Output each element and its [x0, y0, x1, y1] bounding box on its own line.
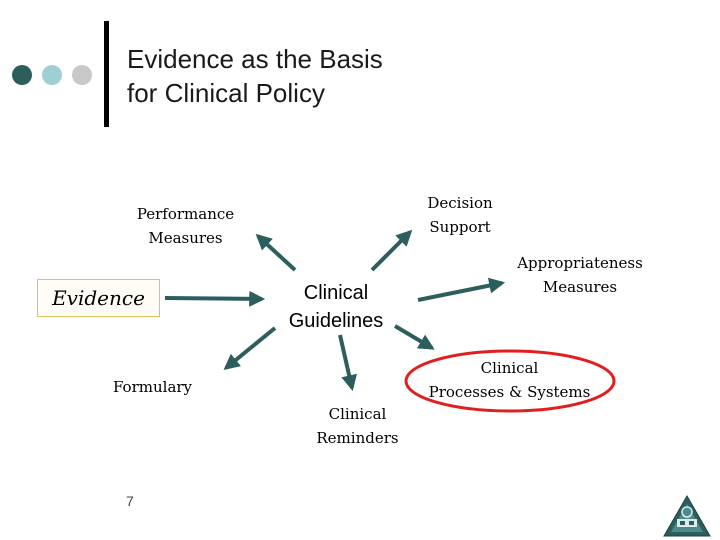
- bullet-dot-dark: [12, 65, 32, 85]
- evidence-box: Evidence: [37, 279, 160, 317]
- arrow-to-performance-measures: [255, 233, 297, 272]
- clinical-reminders-line-2: Reminders: [316, 429, 399, 447]
- clinical-reminders-line-1: Clinical: [328, 405, 387, 423]
- arrow-evidence-to-guidelines: [164, 290, 266, 307]
- performance-measures-line-2: Measures: [148, 229, 223, 247]
- title-line-1: Evidence as the Basis: [127, 44, 383, 74]
- arrow-to-appropriateness-measures: [417, 277, 506, 302]
- slide-title: Evidence as the Basis for Clinical Polic…: [127, 42, 383, 110]
- clinical-processes-line-1: Clinical: [480, 359, 539, 377]
- title-divider: [104, 21, 109, 127]
- decision-support-line-2: Support: [429, 218, 491, 236]
- clinical-guidelines-line-2: Guidelines: [288, 310, 384, 332]
- decision-support-label: Decision Support: [410, 191, 510, 239]
- page-number: 7: [126, 493, 134, 509]
- arrow-to-formulary: [223, 326, 277, 371]
- bullet-dot-gray: [72, 65, 92, 85]
- appropriateness-measures-label: Appropriateness Measures: [505, 251, 655, 299]
- clinical-processes-line-2: Processes & Systems: [428, 383, 591, 401]
- performance-measures-label: Performance Measures: [118, 202, 253, 250]
- qp-logo-icon: [663, 494, 711, 537]
- clinical-processes-label: Clinical Processes & Systems: [412, 356, 607, 404]
- clinical-reminders-label: Clinical Reminders: [300, 402, 415, 450]
- title-line-2: for Clinical Policy: [127, 78, 325, 108]
- arrow-to-clinical-processes: [393, 324, 435, 350]
- highlight-oval: [404, 349, 616, 413]
- arrow-to-decision-support: [370, 229, 413, 272]
- performance-measures-line-1: Performance: [136, 205, 235, 223]
- formulary-label: Formulary: [112, 378, 193, 396]
- bullet-dot-light: [42, 65, 62, 85]
- clinical-guidelines-label: Clinical Guidelines: [276, 279, 396, 335]
- appropriateness-measures-line-1: Appropriateness: [517, 254, 643, 272]
- arrow-to-clinical-reminders: [338, 334, 357, 392]
- decision-support-line-1: Decision: [427, 194, 493, 212]
- clinical-guidelines-line-1: Clinical: [303, 282, 369, 304]
- appropriateness-measures-line-2: Measures: [542, 278, 618, 296]
- arrow-group: [164, 229, 506, 392]
